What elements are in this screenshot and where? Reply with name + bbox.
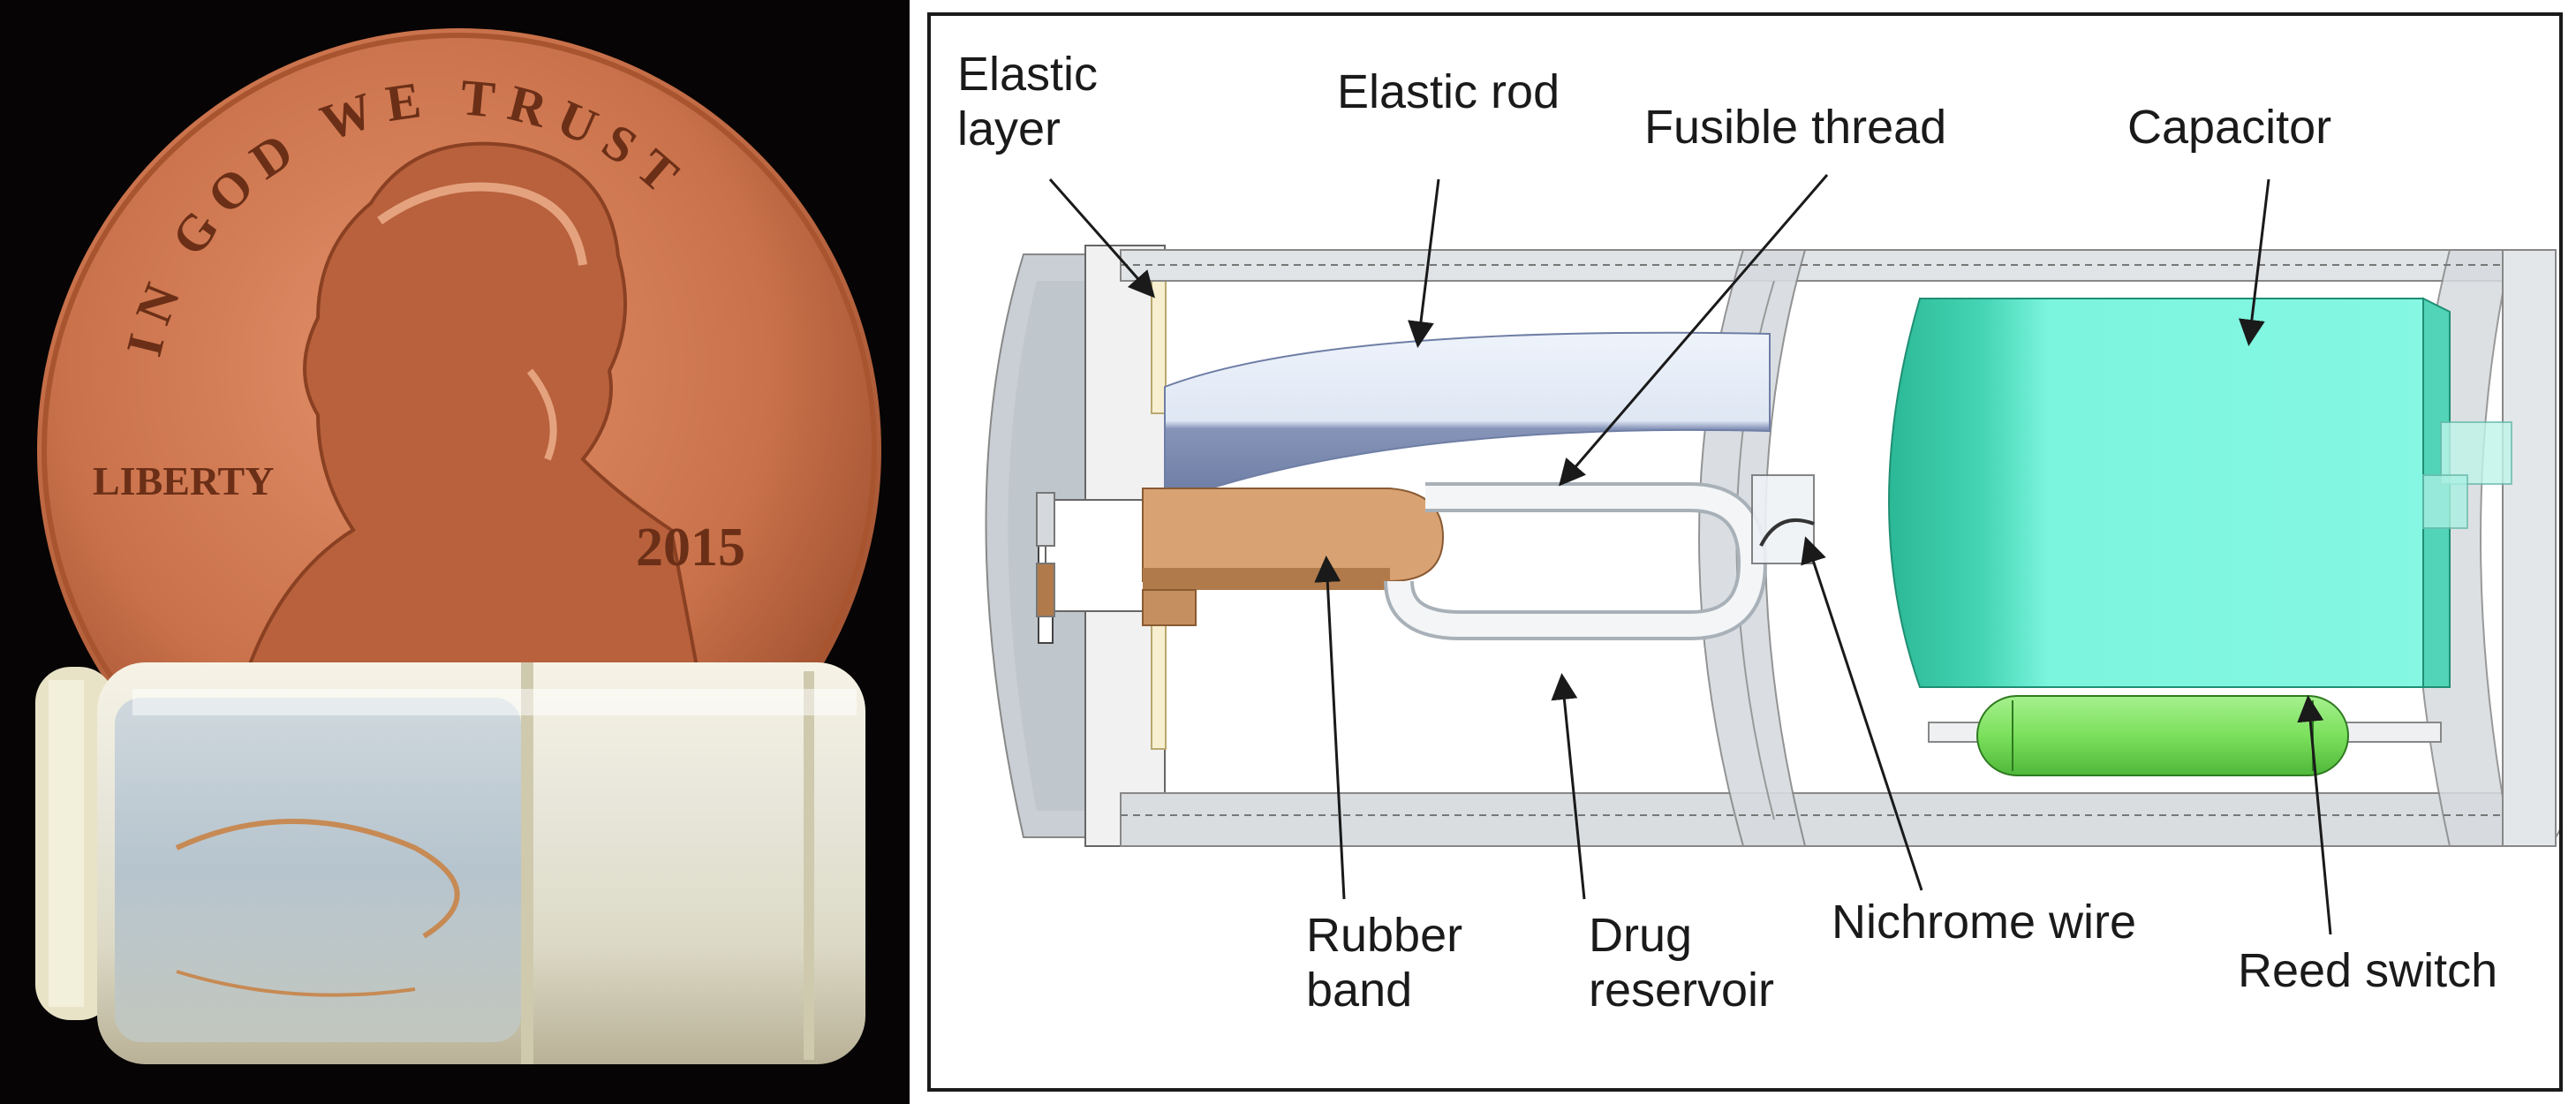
label-nichrome-wire: Nichrome wire [1832,896,2137,949]
label-reed-switch: Reed switch [2238,944,2498,997]
leader-lines [1048,174,2332,935]
nichrome-wire-shape [1759,518,1815,547]
elastic-rod-shape [1164,331,1771,494]
svg-text:LIBERTY: LIBERTY [93,458,274,503]
label-elastic-rod: Elastic rod [1337,65,1560,118]
capsule-device [35,662,865,1064]
label-rubber-band: Rubber band [1306,909,1463,1017]
label-capacitor: Capacitor [2127,101,2332,154]
reed-switch-shape [1928,695,2442,776]
photo-panel: IN GOD WE TRUST LIBERTY 2015 [0,0,910,1104]
capsule-diagram [985,174,2559,935]
penny-coin: IN GOD WE TRUST LIBERTY 2015 [37,28,881,873]
capacitor-shape [1888,297,2512,688]
svg-text:2015: 2015 [636,518,745,578]
rubber-band-shape [1142,488,1445,582]
label-elastic-layer: Elastic layer [957,48,1099,155]
elastic-layer-shape [1151,262,1167,414]
capsule-photo: IN GOD WE TRUST LIBERTY 2015 [35,28,881,1064]
label-fusible-thread: Fusible thread [1644,101,1947,154]
label-drug-reservoir: Drug reservoir [1589,909,1775,1017]
diagram-panel: Elastic layer Elastic rod Fusible thread… [927,12,2563,1092]
